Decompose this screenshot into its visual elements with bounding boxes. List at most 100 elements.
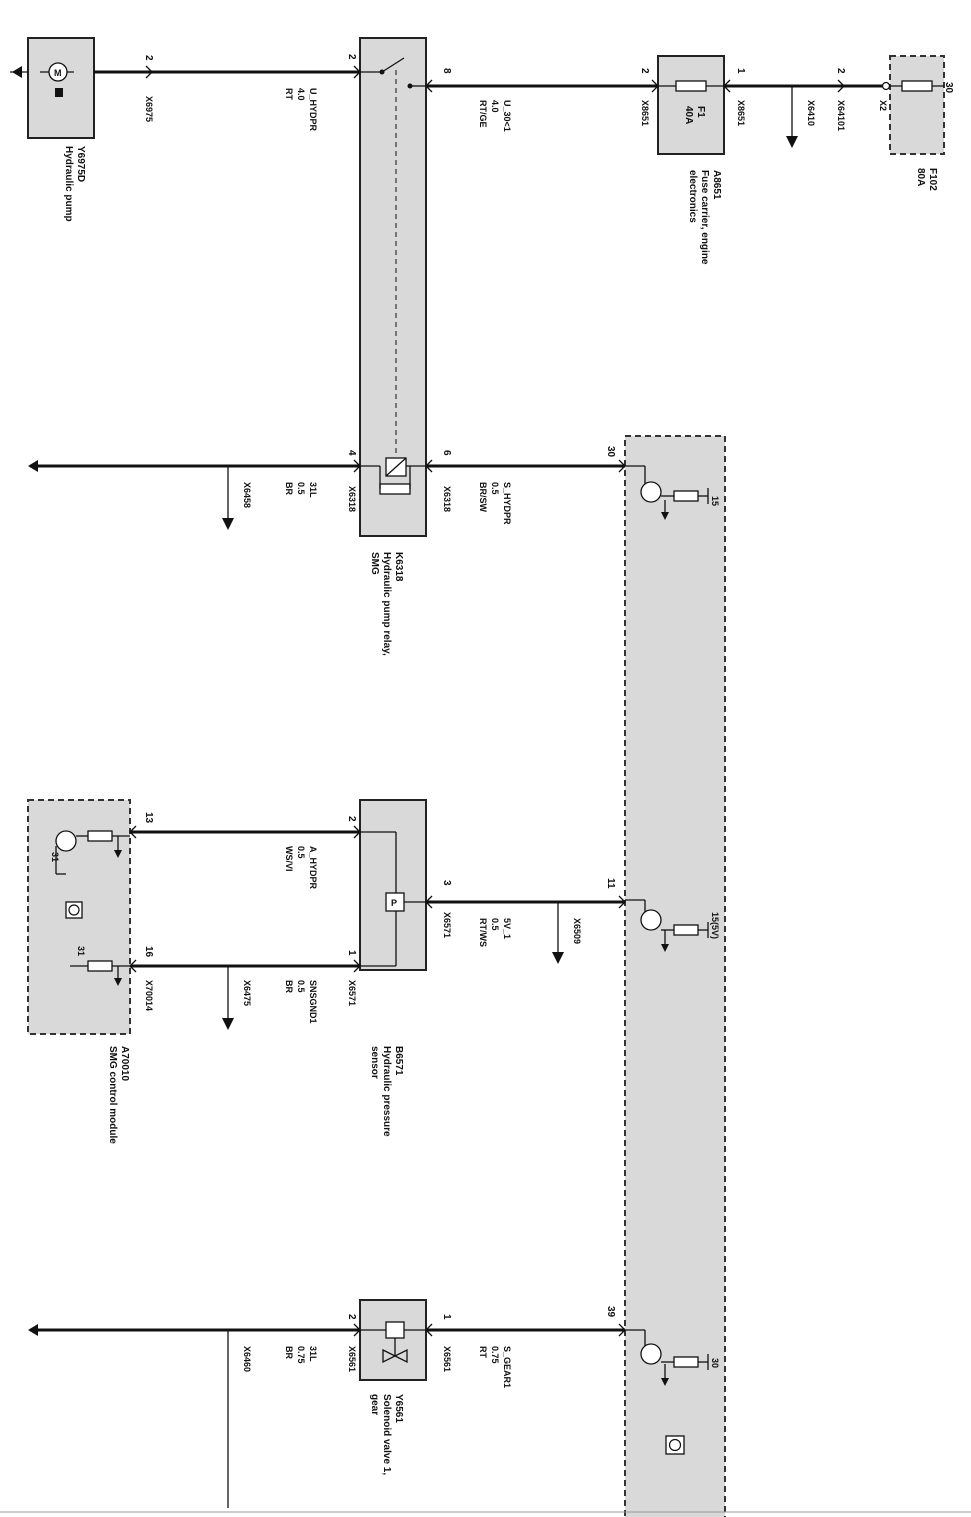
module-desc: SMG control module [107, 1046, 118, 1144]
fuse-pin-2: 2 [639, 68, 650, 74]
w8-sig: 31L [308, 1346, 318, 1362]
x6410-branch-arrow [786, 86, 798, 148]
dme-pin-30b: 30 [710, 1358, 720, 1368]
engine-control-box [624, 435, 726, 1517]
dme-pin-15: 15 [710, 496, 720, 506]
pressure-sensor-box [359, 799, 427, 971]
conn-x6571b: X6571 [442, 912, 452, 938]
w9-color: RT [478, 1346, 488, 1358]
w1-sig: U_HYDPR [308, 88, 318, 132]
conn-x2: X2 [878, 100, 888, 111]
motor-icon: M [40, 62, 74, 97]
conn-x6571a: X6571 [347, 980, 357, 1006]
valve-desc2: gear [369, 1394, 380, 1415]
x64101-pin: 2 [835, 68, 846, 74]
w3-color: BR [284, 482, 294, 495]
relay-id: K6318 [393, 552, 404, 582]
sensor-desc1: Hydraulic pressure [381, 1046, 392, 1137]
w4-color: BR/SW [478, 482, 488, 513]
w7-gauge: 0.5 [490, 918, 500, 931]
conn-x8651a: X8651 [640, 100, 650, 126]
module-31a: 31 [50, 852, 60, 862]
svg-text:M: M [54, 68, 62, 78]
conn-x6410: X6410 [806, 100, 816, 126]
conn-x6561b: X6561 [442, 1346, 452, 1372]
fuse-f102-box [889, 55, 945, 155]
w7-color: RT/WS [478, 918, 488, 947]
w9-gauge: 0.75 [490, 1346, 500, 1364]
ground-arrow-icon-2 [28, 460, 38, 472]
conn-x6975: X6975 [144, 96, 154, 122]
valve-pin-2: 2 [346, 1314, 357, 1320]
sensor-id: B6571 [393, 1046, 404, 1076]
relay-pin-8: 8 [441, 68, 452, 74]
valve-id: Y6561 [393, 1394, 404, 1423]
valve-desc1: Solenoid valve 1, [381, 1394, 392, 1475]
dme-pin-39: 39 [605, 1306, 616, 1318]
fuse-carrier-desc2: electronics [687, 170, 698, 223]
relay-pin-4: 4 [346, 450, 357, 456]
x6475-branch-arrow [222, 966, 234, 1030]
module-pin-13: 13 [143, 812, 154, 824]
conn-x70014: X70014 [144, 980, 154, 1011]
pressure-sensor-icon: P [360, 831, 426, 967]
dme-pin-11: 11 [605, 878, 616, 889]
valve-pin-1: 1 [441, 1314, 452, 1320]
conn-x6318a: X6318 [347, 486, 357, 512]
conn-x64101: X64101 [836, 100, 846, 131]
module-resistor-icon [70, 960, 130, 986]
w9-sig: S_GEAR1 [502, 1346, 512, 1388]
solenoid-valve-box [359, 1299, 427, 1381]
dme-pin-15b: 15(5V) [710, 912, 720, 939]
w8-color: BR [284, 1346, 294, 1359]
module-transistor-icon [55, 830, 130, 875]
relay-pin-2-top: 2 [346, 54, 357, 60]
w7-sig: 5V_1 [502, 918, 512, 939]
dme-transistor-icon-1 [625, 465, 709, 520]
fuse-icon [658, 80, 724, 92]
w6-color: BR [284, 980, 294, 993]
dme-transistor-icon-2 [625, 899, 709, 952]
w2-gauge: 4.0 [490, 100, 500, 113]
fuse-name: F1 [695, 106, 706, 118]
conn-x8651b: X8651 [736, 100, 746, 126]
x6458-branch-arrow [222, 466, 234, 530]
relay-coil-icon [360, 457, 426, 495]
fuse-pin-1: 1 [735, 68, 746, 74]
sensor-pin-3: 3 [441, 880, 452, 886]
conn-x6318b: X6318 [442, 486, 452, 512]
w1-color: RT [284, 88, 294, 100]
f102-pin-30: 30 [943, 82, 954, 94]
ground-arrow-icon-3 [28, 1324, 38, 1336]
sensor-pin-2: 2 [346, 816, 357, 822]
w2-sig: U_30<1 [502, 100, 512, 132]
solenoid-valve-icon [360, 1321, 426, 1364]
conn-x6509: X6509 [572, 918, 582, 944]
f102-id: F102 [927, 168, 938, 191]
w5-color: WS/VI [284, 846, 294, 872]
dme-transistor-icon-3 [625, 1329, 709, 1386]
x2-terminal [881, 81, 891, 91]
ground-arrow-icon [10, 66, 28, 78]
w3-sig: 31L [308, 482, 318, 498]
fuse-rating: 40A [683, 106, 694, 124]
fuse-carrier-id: A8651 [711, 170, 722, 200]
conn-x6460: X6460 [242, 1346, 252, 1372]
conn-x6561a: X6561 [347, 1346, 357, 1372]
relay-desc2: SMG [369, 552, 380, 575]
conn-x6475: X6475 [242, 980, 252, 1006]
module-31b: 31 [76, 946, 86, 956]
module-id: A70010 [119, 1046, 130, 1081]
w2-color: RT/GE [478, 100, 488, 128]
sensor-desc2: sensor [369, 1046, 380, 1079]
pump-pin-label: 2 [143, 55, 154, 61]
relay-k6318-box [359, 37, 427, 537]
fuse-carrier-box [657, 55, 725, 155]
w4-sig: S_HYDPR [502, 482, 512, 525]
relay-desc1: Hydraulic pump relay, [381, 552, 392, 656]
w5-sig: A_HYDPR [308, 846, 318, 890]
dme-chip-icon [665, 1435, 685, 1455]
relay-pin-6: 6 [441, 450, 452, 456]
w3-gauge: 0.5 [296, 482, 306, 495]
